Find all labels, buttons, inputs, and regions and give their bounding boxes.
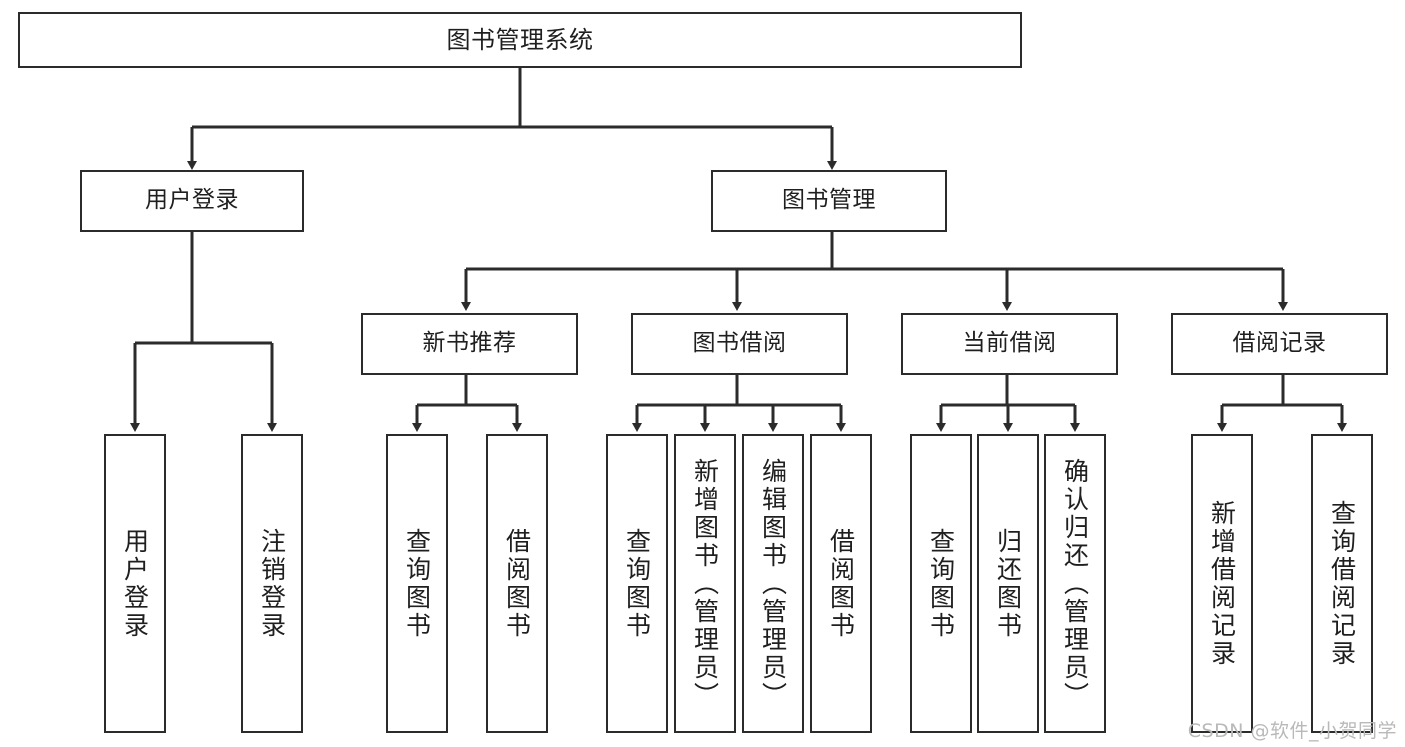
node-label: 查询图书 — [622, 527, 652, 640]
node-label: 借阅图书 — [826, 527, 856, 640]
leaf-query-book-recommend[interactable]: 查询图书 — [386, 434, 448, 733]
node-book-management[interactable]: 图书管理 — [711, 170, 947, 232]
leaf-add-book-admin[interactable]: 新增图书（管理员） — [674, 434, 736, 733]
node-label: 确认归还（管理员） — [1060, 457, 1090, 710]
leaf-query-book-current[interactable]: 查询图书 — [910, 434, 972, 733]
node-label: 新增图书（管理员） — [690, 457, 720, 710]
node-label: 当前借阅 — [962, 330, 1057, 357]
node-label: 查询借阅记录 — [1327, 499, 1357, 668]
node-label: 用户登录 — [120, 527, 150, 640]
node-user-login[interactable]: 用户登录 — [80, 170, 304, 232]
node-book-borrow[interactable]: 图书借阅 — [631, 313, 848, 375]
node-label: 借阅图书 — [502, 527, 532, 640]
leaf-borrow-book[interactable]: 借阅图书 — [810, 434, 872, 733]
leaf-edit-book-admin[interactable]: 编辑图书（管理员） — [742, 434, 804, 733]
node-label: 图书管理 — [782, 187, 876, 214]
leaf-borrow-book-recommend[interactable]: 借阅图书 — [486, 434, 548, 733]
node-label: 新增借阅记录 — [1207, 499, 1237, 668]
node-borrow-record[interactable]: 借阅记录 — [1171, 313, 1388, 375]
node-new-book-recommend[interactable]: 新书推荐 — [361, 313, 578, 375]
node-label: 编辑图书（管理员） — [758, 457, 788, 710]
node-current-borrow[interactable]: 当前借阅 — [901, 313, 1118, 375]
leaf-confirm-return-admin[interactable]: 确认归还（管理员） — [1044, 434, 1106, 733]
leaf-query-borrow-record[interactable]: 查询借阅记录 — [1311, 434, 1373, 733]
node-label: 借阅记录 — [1232, 330, 1327, 357]
node-root-system[interactable]: 图书管理系统 — [18, 12, 1022, 68]
node-label: 图书借阅 — [692, 330, 787, 357]
node-label: 归还图书 — [993, 527, 1023, 640]
node-label: 用户登录 — [145, 187, 239, 214]
node-label: 查询图书 — [926, 527, 956, 640]
leaf-logout[interactable]: 注销登录 — [241, 434, 303, 733]
leaf-return-book[interactable]: 归还图书 — [977, 434, 1039, 733]
node-label: 注销登录 — [257, 527, 287, 640]
node-label: 图书管理系统 — [446, 25, 594, 54]
leaf-query-book-borrow[interactable]: 查询图书 — [606, 434, 668, 733]
node-label: 新书推荐 — [422, 330, 517, 357]
leaf-user-login[interactable]: 用户登录 — [104, 434, 166, 733]
watermark-text: CSDN @软件_小贺同学 — [1187, 720, 1397, 742]
leaf-add-borrow-record[interactable]: 新增借阅记录 — [1191, 434, 1253, 733]
node-label: 查询图书 — [402, 527, 432, 640]
